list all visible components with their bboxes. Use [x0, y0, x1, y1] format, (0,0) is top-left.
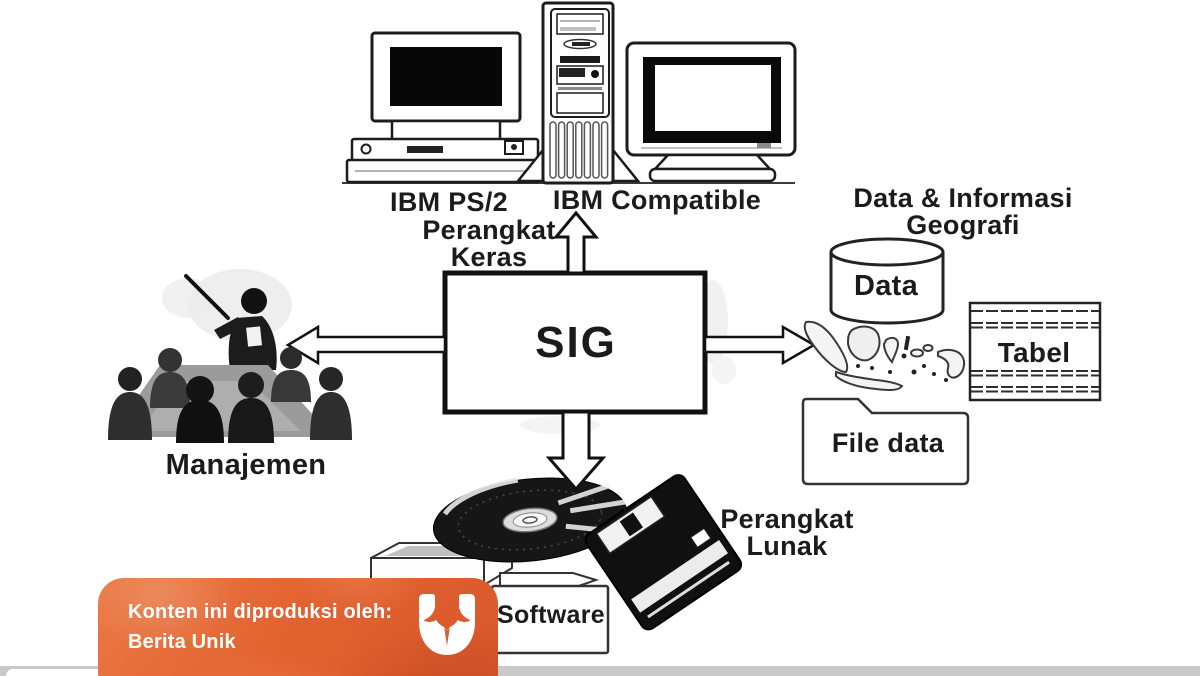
audience-figures — [108, 347, 352, 443]
software-folder-icon — [490, 572, 610, 655]
attribution-line1: Konten ini diproduksi oleh: — [128, 601, 393, 623]
floppy-disk-icon — [584, 474, 743, 631]
presenter-pointer-stick — [184, 274, 230, 320]
arrow-up-to-hardware — [552, 210, 600, 275]
label-perangkat-keras-line1: Perangkat — [422, 215, 556, 245]
label-software: Software — [497, 601, 605, 629]
attribution-banner: Konten ini diproduksi oleh: Berita Unik — [98, 578, 498, 676]
kumparan-u-logo-icon — [419, 594, 475, 655]
computer-tower-icon — [515, 1, 641, 185]
database-cylinder-icon — [829, 237, 945, 325]
label-perangkat-keras-line2: Keras — [450, 242, 528, 272]
arrow-down-to-software — [545, 410, 607, 492]
ibm-compatible-monitor-icon — [625, 41, 797, 183]
label-perangkat-lunak-line1: Perangkat — [720, 504, 854, 534]
label-data-informasi: Data & Informasi — [853, 183, 1073, 213]
label-sig: SIG — [535, 318, 617, 367]
attribution-line2: Berita Unik — [128, 631, 236, 653]
arrow-left-to-management — [285, 324, 447, 366]
label-file-data: File data — [831, 428, 945, 458]
ibm-ps2-computer-icon — [345, 31, 542, 184]
indonesia-map-icon — [803, 320, 966, 391]
arrow-right-to-data — [703, 324, 817, 366]
presenter-head — [241, 288, 267, 314]
monitor-left-screen — [390, 47, 502, 106]
footer-strip — [0, 666, 1200, 676]
label-perangkat-lunak-line2: Lunak — [746, 531, 828, 561]
file-data-folder-icon — [801, 397, 970, 486]
label-ibm-compatible: IBM Compatible — [552, 185, 762, 215]
cd-disc-icon — [432, 477, 628, 563]
presenter-paper — [246, 326, 263, 347]
management-group-illustration — [108, 274, 352, 443]
table-icon — [968, 301, 1102, 402]
label-data: Data — [853, 270, 919, 302]
label-manajemen: Manajemen — [165, 449, 327, 481]
tower-vents — [549, 121, 609, 179]
system-unit-top — [350, 137, 540, 163]
label-tabel: Tabel — [997, 337, 1071, 368]
attribution-text: Konten ini diproduksi oleh: Berita Unik — [128, 597, 392, 657]
label-ibm-ps2: IBM PS/2 — [390, 187, 508, 217]
label-geografi: Geografi — [906, 210, 1020, 240]
